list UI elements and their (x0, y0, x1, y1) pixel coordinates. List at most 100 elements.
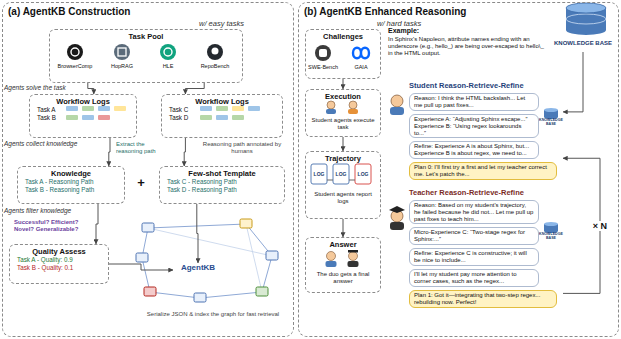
speech-bubble: Reason: Based on my student's trajectory… (409, 200, 539, 224)
answer-figures (326, 250, 359, 267)
plus-sign: + (128, 175, 154, 190)
agent-body (326, 109, 336, 114)
log-arrow (327, 180, 333, 181)
log-block (200, 106, 212, 111)
db-bottom (544, 115, 558, 119)
quality-box: Quality AssessTask A - Quality: 0.9Task … (9, 244, 109, 284)
example-text: In Sphinx's Napoleon, attribute names en… (388, 36, 546, 57)
log-arrow (349, 180, 355, 181)
bubble-text: Reason: I think the HTML backslash... Le… (414, 95, 534, 109)
plan-bubble: Plan 0: I'll first try a first and let m… (409, 162, 557, 180)
box-heading: Knowledge (20, 168, 122, 178)
panel-subtitle: w/ hard tasks (377, 19, 421, 28)
logo-mark (212, 48, 219, 55)
logo-icon (114, 44, 130, 60)
step-text: Student agents execute task (308, 117, 378, 131)
log-block (82, 106, 94, 111)
panel-title: (b) AgentKB Enhanced Reasoning (304, 6, 466, 17)
log-block (248, 106, 260, 111)
logo-mark (164, 48, 172, 56)
logo-icon (315, 45, 331, 61)
knowledge-graph (136, 219, 278, 302)
box-heading: Challenges (308, 31, 378, 41)
speech-bubble: Reason: I think the HTML backslash... Le… (409, 93, 539, 111)
box-heading: Quality Assess (12, 246, 106, 256)
template-box: Few-shot TemplateTask C - Reasoning Path… (159, 166, 285, 204)
connector (109, 264, 173, 270)
log-label: LOG (333, 171, 349, 177)
log-box: Workflow LogsTask ATask B (29, 94, 137, 138)
challenge-logos (315, 45, 369, 61)
graph-link (148, 228, 272, 256)
box-heading: Trajectory (308, 153, 378, 163)
row-text: Task B - Reasoning Path (20, 186, 122, 194)
log-block (82, 115, 94, 120)
logo-label: SWE-Bench (306, 64, 340, 70)
bubble-text: Micro-Experience C: “Two-stage regex for… (414, 229, 534, 243)
example-heading: Example: (388, 27, 448, 34)
agent-head (349, 252, 358, 261)
kb-label: KNOWLEDGE BASE (539, 119, 563, 127)
bubble-text: Experience A: “Adjusting Sphinx escape..… (414, 116, 534, 123)
connector (109, 138, 110, 166)
logo-icon (67, 44, 83, 60)
log-block (98, 106, 110, 111)
bubble-text: Plan 1: Got it—integrating that two-step… (414, 292, 552, 306)
db-ring (566, 14, 606, 24)
logo-icon (160, 44, 176, 60)
graph-node (240, 219, 252, 228)
log-doc (355, 164, 371, 184)
agent-body (348, 109, 358, 114)
logo-label: HopRAG (102, 63, 142, 69)
step-note: Agents solve the task (4, 84, 84, 91)
kb-label: KNOWLEDGE BASE (539, 233, 563, 241)
connector (343, 219, 344, 237)
bubble-text: Reason: Based on my student's trajectory… (414, 202, 534, 222)
row-text: Task A (32, 106, 134, 114)
kb-label: KNOWLEDGE BASE (548, 40, 618, 46)
row-text: Task C - Reasoning Path (162, 178, 282, 186)
box-heading: Task Pool (52, 31, 240, 41)
connector (563, 52, 583, 112)
logo-mark (118, 48, 126, 56)
agent-head (349, 101, 357, 109)
logo-label: GAIA (344, 64, 378, 70)
log-label: LOG (355, 171, 371, 177)
knowledge-base: KNOWLEDGE BASE (548, 40, 618, 52)
connector (343, 137, 344, 151)
speech-bubble: Micro-Experience C: “Two-stage regex for… (409, 227, 539, 245)
connector (96, 204, 98, 244)
connector (343, 79, 344, 89)
graph-node (144, 287, 156, 296)
agent-body (326, 261, 337, 267)
log-label: LOG (311, 171, 327, 177)
logo-mark (71, 48, 79, 56)
log-block (216, 115, 228, 120)
db-bottom (566, 25, 606, 35)
graph-node (194, 293, 206, 302)
box-heading: Workflow Logs (32, 96, 134, 106)
agent-body (348, 261, 359, 267)
avatars (389, 95, 405, 230)
grad-cap (348, 250, 358, 253)
trajectory-logs (311, 164, 371, 184)
row-text: Task A - Reasoning Path (20, 178, 122, 186)
box-heading: Execution (308, 91, 378, 101)
step-note: Agents filter knowledge (4, 207, 92, 214)
bubble-text: Refine: Experience C is constructive; it… (414, 250, 534, 264)
logo-icon (353, 48, 369, 59)
graph-link (246, 224, 262, 292)
panel: (a) AgentKB Constructionw/ easy tasksTas… (2, 2, 294, 337)
execution-figures (326, 101, 358, 114)
log-block (66, 115, 78, 120)
graph-node (256, 287, 268, 296)
graph-title: AgentKB (173, 263, 223, 272)
knowledge-base-icon (566, 3, 606, 35)
row-text: Task D - Reasoning Path (162, 186, 282, 194)
student-avatar (391, 95, 403, 107)
step-note: Extract the reasoning path (116, 141, 168, 155)
graph-link (142, 224, 272, 298)
edge-label: × N (592, 221, 608, 231)
log-box: Workflow LogsTask CTask D (161, 94, 283, 138)
